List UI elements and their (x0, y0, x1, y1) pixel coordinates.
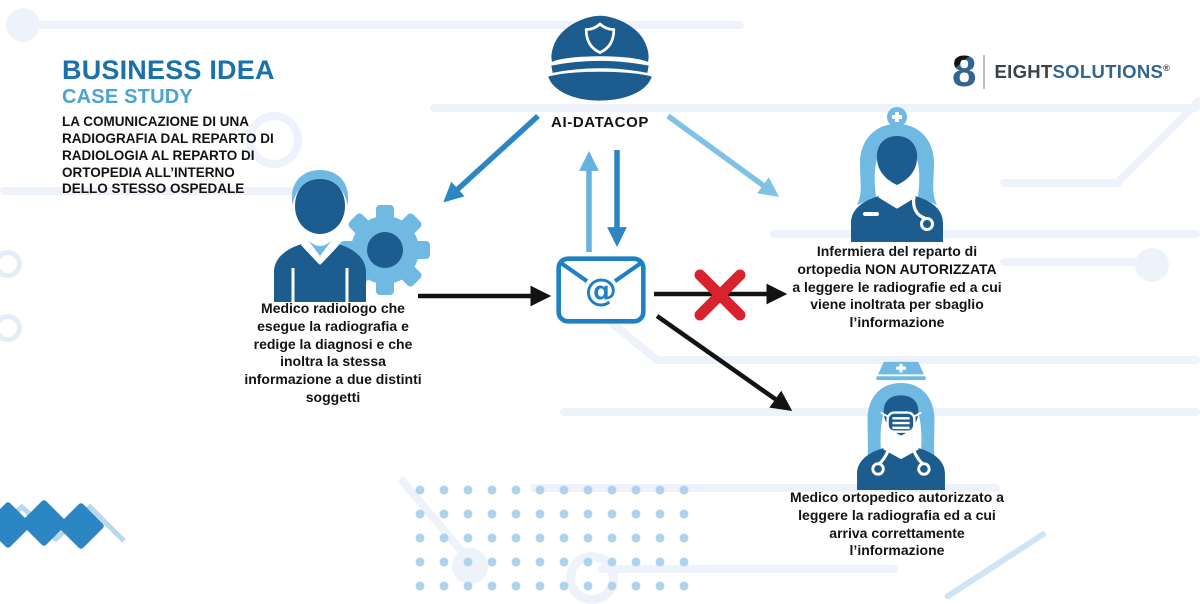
arrow-ai-to-nurse (666, 113, 780, 197)
email-at-icon: @ (556, 256, 646, 324)
circuit-line (770, 230, 1200, 238)
nurse-icon (851, 107, 943, 242)
circuit-ring (0, 314, 22, 342)
blocked-x-icon (694, 269, 746, 321)
eightsolutions-logo-icon: 8 (952, 47, 977, 96)
circuit-line (530, 484, 1000, 492)
circuit-line (430, 104, 1200, 112)
police-cap-icon (548, 15, 652, 101)
case-study-description: LA COMUNICAZIONE DI UNA RADIOGRAFIA DAL … (62, 114, 274, 197)
circuit-node (1135, 248, 1169, 282)
eightsolutions-logo: 8 EIGHTSOLUTIONS® (952, 50, 1170, 94)
at-symbol: @ (585, 271, 617, 309)
page-subtitle: CASE STUDY (62, 86, 193, 109)
ai-datacop-label: AI-DATACOP (551, 114, 649, 131)
circuit-line (652, 356, 1200, 364)
circuit-line (1000, 258, 1142, 266)
zigzag-ornament (0, 500, 126, 549)
orthopedist-caption: Medico ortopedico autorizzato a leggere … (790, 489, 1004, 559)
logo-registered-mark: ® (1163, 62, 1171, 73)
logo-word-solutions: SOLUTIONS (1052, 61, 1164, 82)
radiologist-gear-icon (274, 170, 430, 302)
circuit-ring (246, 112, 302, 168)
dot-grid-pattern (402, 472, 694, 600)
logo-divider (983, 55, 986, 89)
circuit-line (22, 21, 744, 29)
circuit-line (598, 565, 898, 573)
logo-wordmark: EIGHTSOLUTIONS® (994, 61, 1170, 83)
nurse-caption: Infermiera del reparto di ortopedia NON … (792, 243, 1002, 331)
radiologist-caption: Medico radiologo che esegue la radiograf… (244, 300, 422, 405)
header-block: BUSINESS IDEA CASE STUDY LA COMUNICAZION… (62, 56, 298, 198)
page-title: BUSINESS IDEA (62, 55, 275, 85)
circuit-line (0, 187, 305, 195)
circuit-ring (0, 250, 22, 278)
circuit-line (1000, 179, 1122, 187)
masked-doctor-icon (857, 361, 945, 490)
logo-word-eight: EIGHT (994, 61, 1053, 82)
